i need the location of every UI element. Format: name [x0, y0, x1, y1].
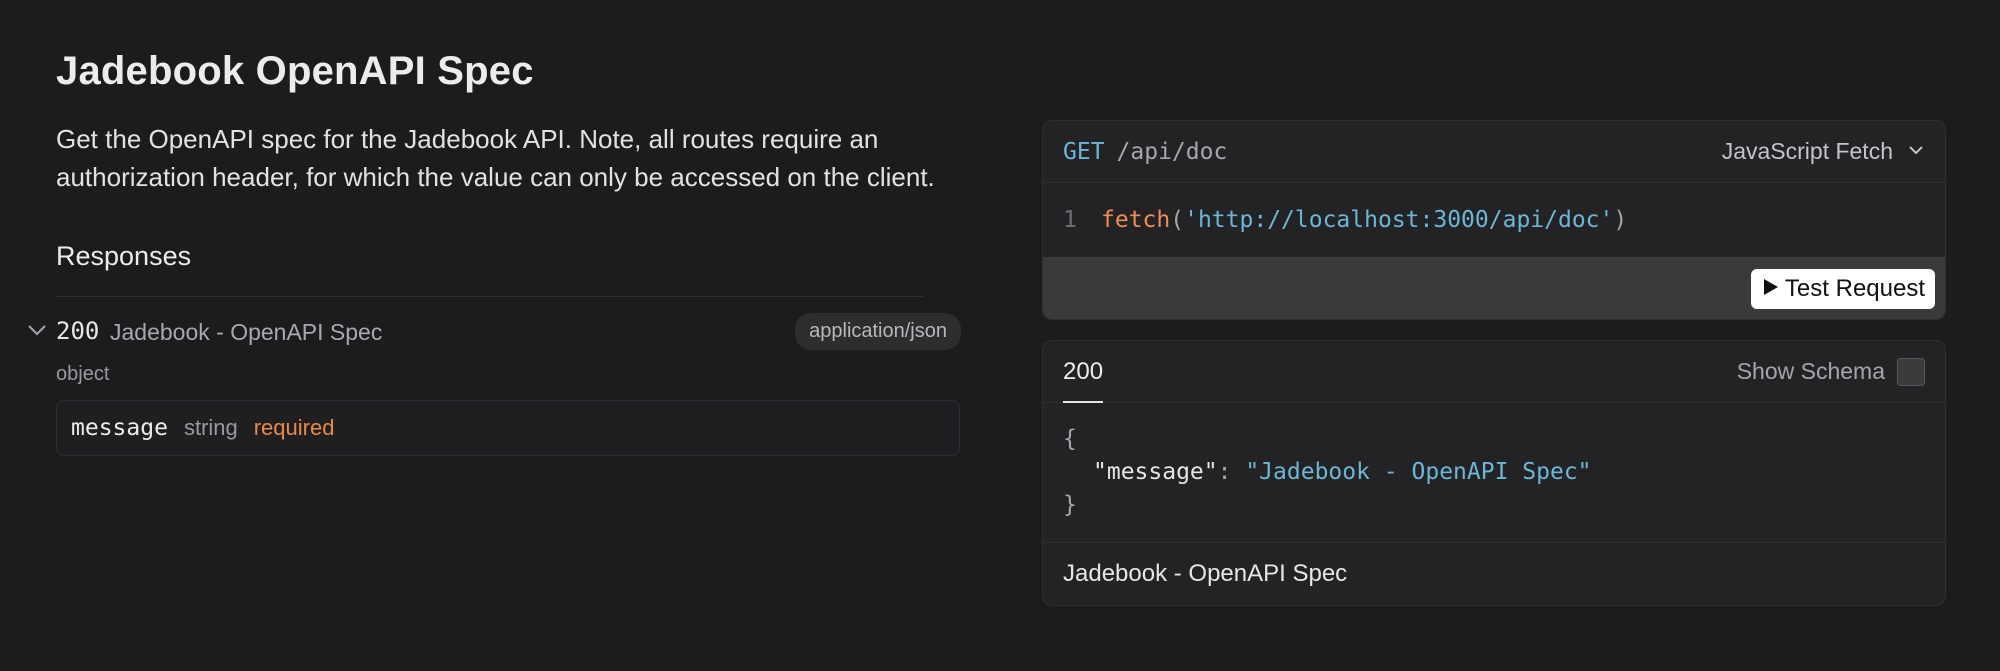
code-function: fetch	[1101, 207, 1171, 233]
response-description: Jadebook - OpenAPI Spec	[110, 319, 383, 345]
response-tabs: 200 Show Schema	[1043, 341, 1945, 403]
endpoint-info: Jadebook OpenAPI Spec Get the OpenAPI sp…	[28, 40, 961, 456]
request-header: GET /api/doc JavaScript Fetch	[1043, 121, 1945, 183]
code-url: 'http://localhost:3000/api/doc'	[1184, 207, 1614, 233]
json-open-brace: {	[1063, 426, 1077, 452]
field-required-badge: required	[253, 415, 335, 440]
line-number: 1	[1063, 207, 1077, 233]
content-type-badge: application/json	[795, 313, 961, 350]
field-type: string	[183, 415, 238, 440]
json-example: { "message": "Jadebook - OpenAPI Spec" }	[1043, 403, 1945, 543]
json-close-brace: }	[1063, 492, 1077, 518]
json-line: "message": "Jadebook - OpenAPI Spec"	[1063, 456, 1925, 489]
divider	[56, 296, 924, 297]
json-key: "message"	[1093, 459, 1218, 485]
test-request-label: Test Request	[1784, 275, 1925, 302]
code-snippet: 1 fetch('http://localhost:3000/api/doc')	[1043, 183, 1945, 257]
schema-field-row: message string required	[56, 400, 960, 456]
chevron-down-icon[interactable]	[26, 319, 48, 341]
chevron-down-icon	[1907, 138, 1925, 165]
show-schema-toggle[interactable]: Show Schema	[1736, 357, 1925, 386]
play-icon	[1763, 275, 1779, 303]
show-schema-checkbox[interactable]	[1897, 357, 1925, 386]
language-select-label: JavaScript Fetch	[1721, 138, 1893, 164]
language-select[interactable]: JavaScript Fetch	[1722, 138, 1925, 165]
endpoint-path: /api/doc	[1116, 138, 1228, 165]
request-example-card: GET /api/doc JavaScript Fetch 1 fetch('h…	[1042, 120, 1946, 320]
schema-type-label: object	[56, 363, 110, 385]
endpoint-description: Get the OpenAPI spec for the Jadebook AP…	[56, 124, 935, 192]
response-status-code: 200	[56, 317, 100, 345]
code-paren-open: (	[1170, 207, 1185, 233]
json-colon: :	[1217, 459, 1246, 485]
request-footer: Test Request	[1043, 257, 1945, 319]
responses-heading: Responses	[56, 241, 192, 271]
page-title: Jadebook OpenAPI Spec	[56, 49, 534, 93]
test-request-button[interactable]: Test Request	[1750, 269, 1935, 309]
json-value: "Jadebook - OpenAPI Spec"	[1245, 459, 1592, 485]
code-paren-close: )	[1613, 207, 1628, 233]
response-example-description: Jadebook - OpenAPI Spec	[1063, 560, 1348, 587]
response-200-row[interactable]: 200 Jadebook - OpenAPI Spec application/…	[28, 313, 961, 353]
tab-200[interactable]: 200	[1063, 341, 1104, 403]
http-method: GET	[1063, 138, 1105, 165]
field-name: message	[71, 415, 168, 441]
show-schema-label: Show Schema	[1736, 358, 1885, 384]
response-example-card: 200 Show Schema { "message": "Jadebook -…	[1042, 340, 1946, 606]
